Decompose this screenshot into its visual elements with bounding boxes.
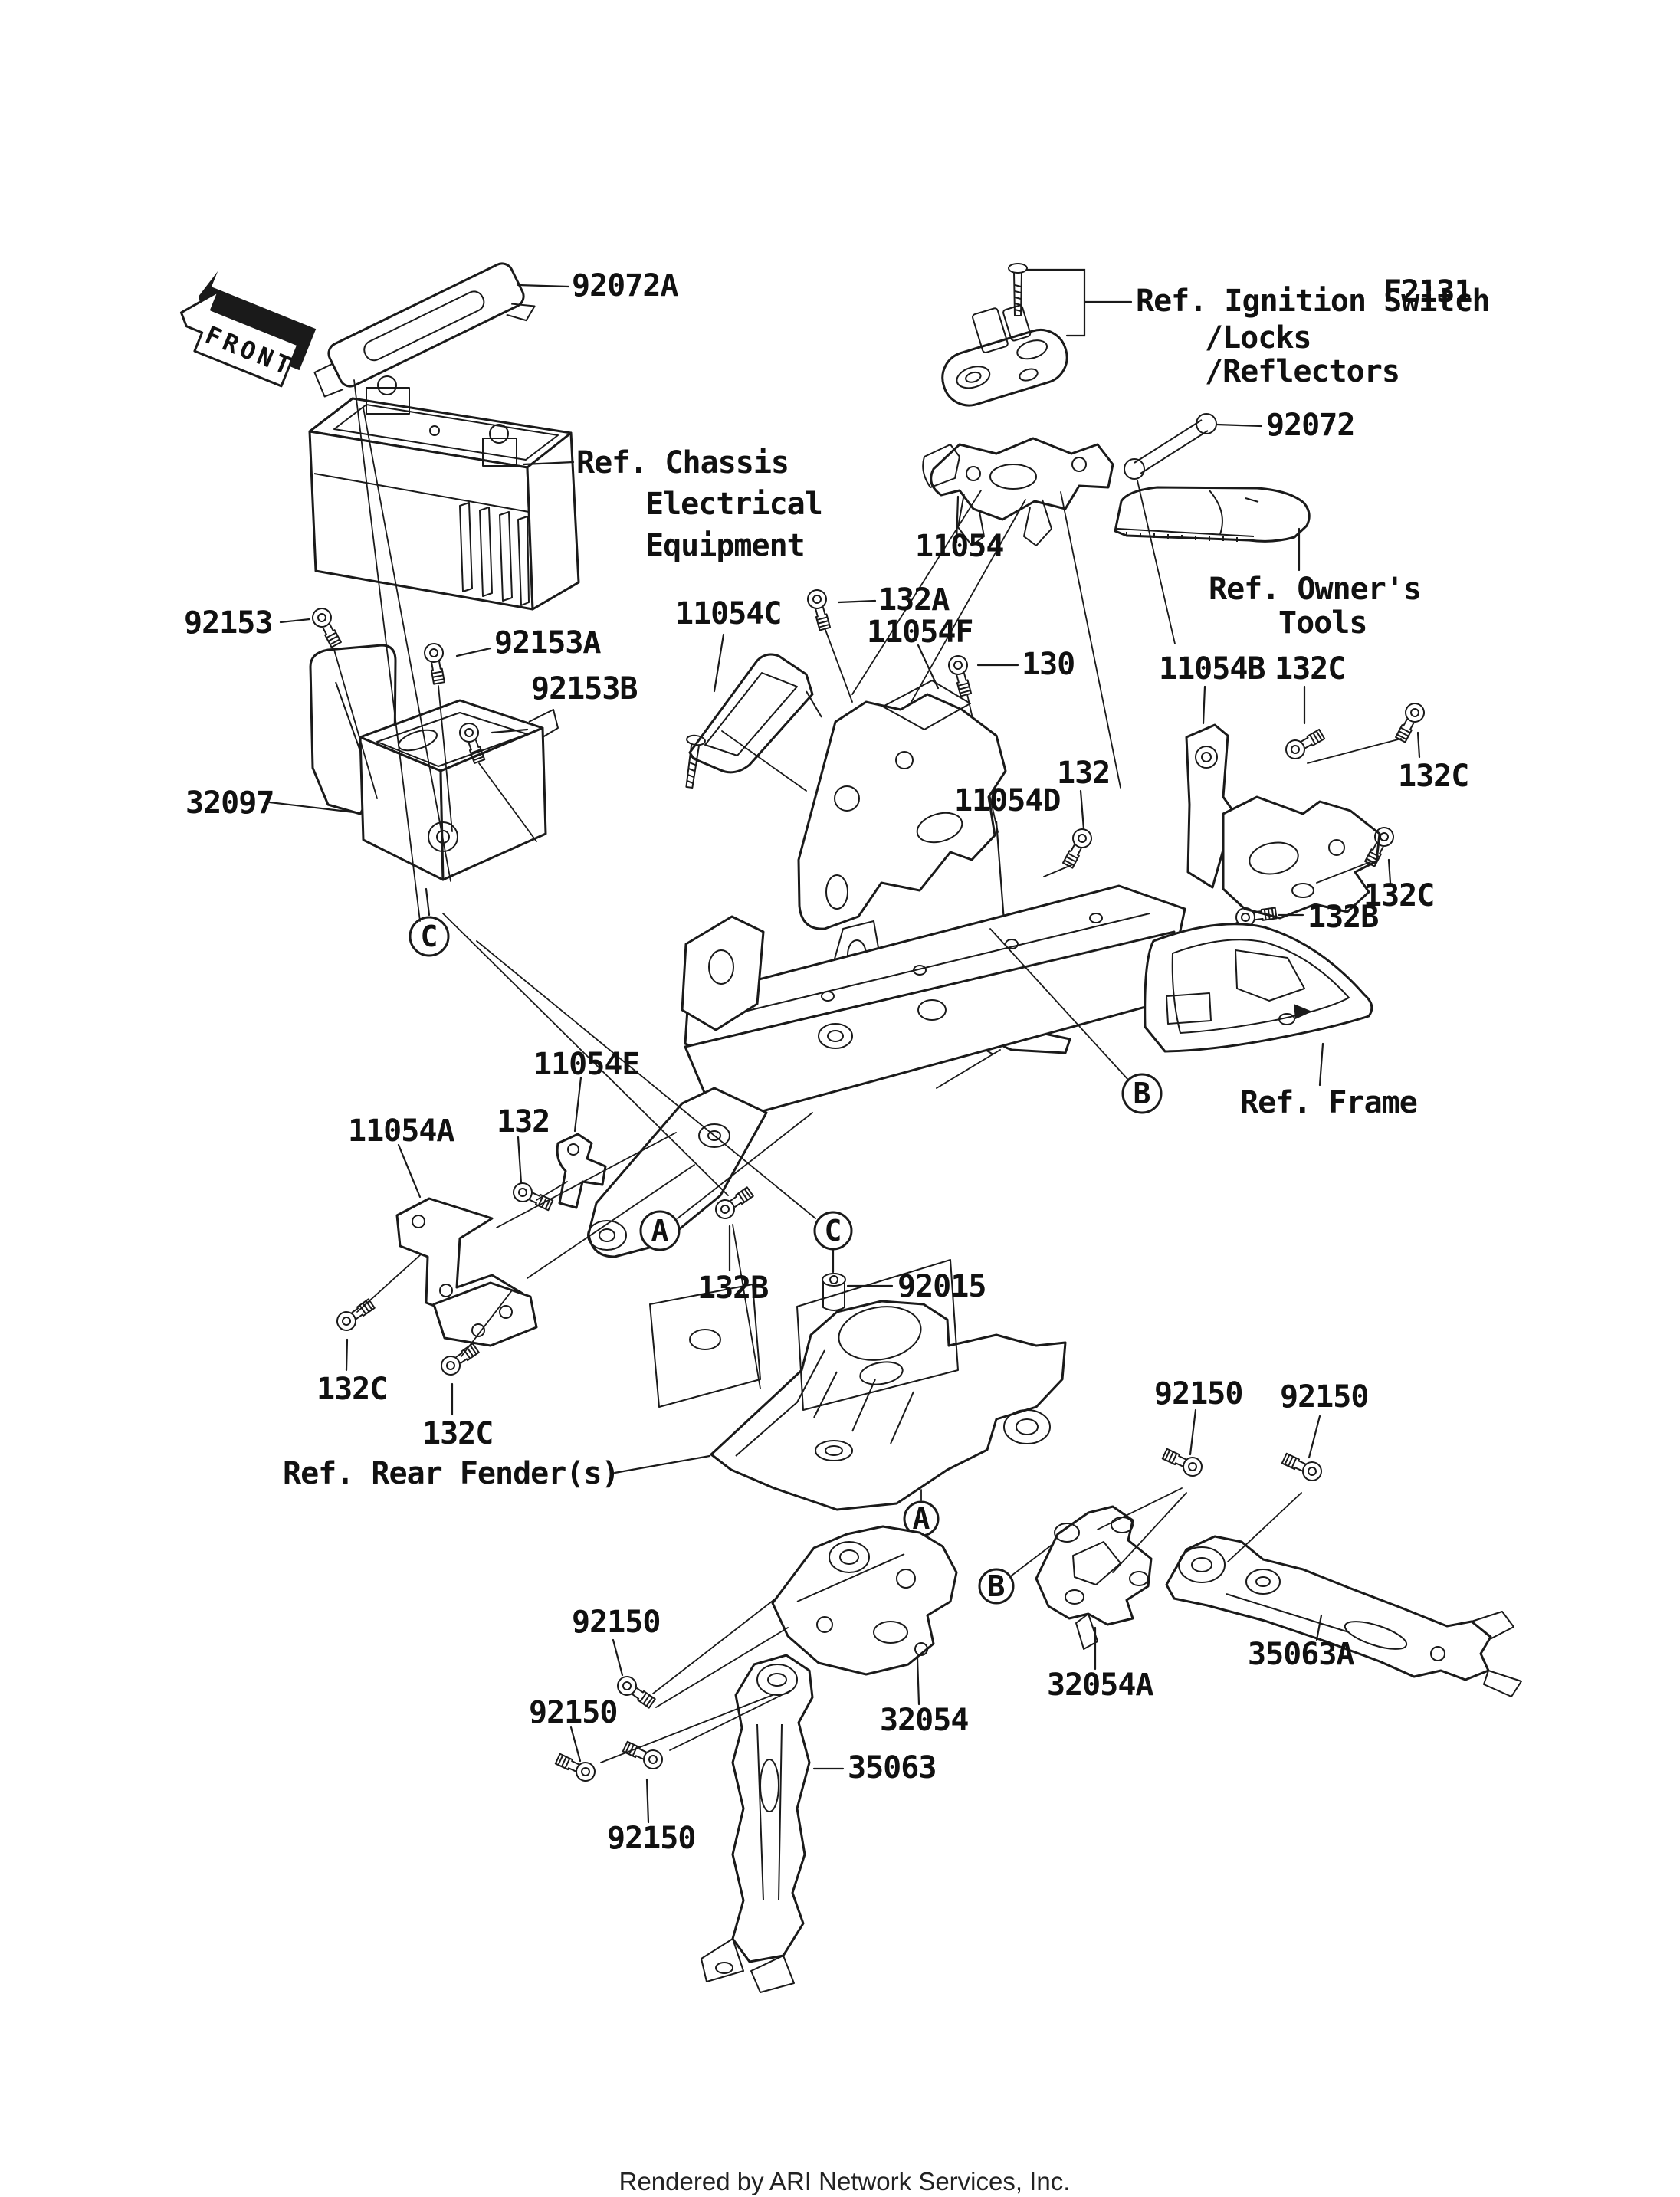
label-32054a: 32054A — [1047, 1667, 1153, 1703]
diagram-code: F2131 — [1383, 274, 1472, 310]
screw-92153a — [422, 641, 492, 832]
label-ref-rear-fender: Ref. Rear Fender(s) — [283, 1456, 619, 1491]
bolt-132a — [805, 587, 877, 703]
label-92150-5: 92150 — [607, 1821, 695, 1856]
bolt-92150-right-2 — [1227, 1415, 1325, 1562]
label-132c-1: 132C — [1275, 651, 1345, 687]
svg-text:A: A — [913, 1502, 930, 1536]
marker-c-fender: C — [813, 1211, 853, 1274]
label-92150-3: 92150 — [572, 1605, 660, 1640]
label-11054d: 11054D — [954, 783, 1061, 818]
front-arrow: FRONT — [179, 271, 317, 388]
bolt-132-center — [1043, 789, 1096, 877]
screw-92153b — [456, 720, 537, 842]
bolt-132c-4 — [333, 1254, 421, 1372]
label-11054f: 11054F — [867, 615, 973, 650]
label-11054: 11054 — [915, 529, 1003, 564]
label-ref-owners-2: Tools — [1278, 605, 1367, 641]
bolt-92150-upper — [612, 1598, 789, 1712]
marker-b-lower: B — [978, 1530, 1071, 1605]
label-ref-ignition-2: /Locks — [1205, 320, 1311, 356]
tool-pouch — [1114, 486, 1311, 543]
ignition-plate — [941, 304, 1068, 407]
gasket-11054c — [679, 633, 822, 792]
label-132b-1: 132B — [1308, 900, 1378, 935]
marker-c-battery-case: C — [409, 887, 450, 957]
label-ref-chassis-2: Electrical — [645, 487, 822, 522]
label-92015: 92015 — [897, 1269, 986, 1304]
bolt-132c-5 — [437, 1290, 513, 1416]
label-132c-2: 132C — [1398, 759, 1468, 794]
label-ref-owners-1: Ref. Owner's — [1209, 572, 1421, 607]
label-132-1: 132 — [1057, 756, 1110, 791]
bracket-11054a — [395, 1132, 695, 1347]
label-32054: 32054 — [880, 1703, 968, 1738]
battery-case-32097 — [268, 644, 559, 881]
labels: 92072A F2131 Ref. Ignition Switch /Locks… — [184, 268, 1491, 1856]
svg-text:C: C — [825, 1214, 842, 1248]
bolt-132c-2 — [1307, 699, 1429, 764]
owners-tools — [1114, 413, 1311, 644]
ignition-mount-assembly — [851, 263, 1133, 789]
label-ref-ignition-3: /Reflectors — [1205, 354, 1399, 389]
bracket-11054 — [922, 437, 1114, 546]
label-ref-chassis-1: Ref. Chassis — [576, 445, 789, 480]
battery-terminal-left — [366, 387, 410, 415]
battery-terminal-right — [482, 438, 517, 467]
plate-32054 — [771, 1525, 958, 1706]
bolt-92150-left — [553, 1694, 773, 1785]
label-92150-1: 92150 — [1154, 1376, 1242, 1412]
label-130: 130 — [1022, 647, 1075, 682]
label-92153b: 92153B — [531, 671, 638, 707]
label-11054b: 11054B — [1159, 651, 1265, 687]
svg-text:C: C — [421, 920, 438, 953]
bracket-11054b — [1185, 685, 1381, 920]
battery — [308, 375, 580, 611]
bracket-11054e — [556, 1076, 607, 1209]
label-11054c: 11054C — [675, 596, 782, 631]
label-132-2: 132 — [497, 1104, 550, 1139]
marker-b-frame: B — [989, 928, 1163, 1114]
svg-text:B: B — [1134, 1077, 1151, 1110]
label-92072: 92072 — [1266, 408, 1354, 443]
bolt-132b-center — [711, 1183, 761, 1389]
marker-a-fender: A — [639, 1112, 813, 1251]
svg-text:B: B — [988, 1569, 1006, 1603]
label-35063: 35063 — [848, 1750, 936, 1785]
bolt-132c-1 — [1281, 685, 1327, 763]
label-92072a: 92072A — [572, 268, 678, 303]
label-92153: 92153 — [184, 605, 272, 641]
frame — [587, 884, 1373, 1258]
bolt-92150-right-1 — [1097, 1408, 1206, 1573]
rear-fender — [613, 1259, 1067, 1511]
label-ref-frame: Ref. Frame — [1240, 1085, 1417, 1120]
label-11054e: 11054E — [533, 1047, 640, 1082]
screw-92153 — [279, 604, 378, 799]
battery-strap-92072a — [313, 262, 570, 398]
label-132b-2: 132B — [697, 1271, 768, 1306]
label-132a: 132A — [878, 582, 950, 618]
label-ref-ignition-1: Ref. Ignition Switch — [1136, 284, 1490, 319]
label-92150-2: 92150 — [1280, 1379, 1368, 1415]
bolt-132c-3 — [1316, 823, 1398, 884]
bracket-35063 — [701, 1654, 845, 1993]
label-132c-3: 132C — [1363, 878, 1434, 913]
label-92150-4: 92150 — [529, 1695, 617, 1730]
label-132c-5: 132C — [422, 1416, 493, 1451]
label-35063a: 35063A — [1248, 1637, 1354, 1672]
footer-credit: Rendered by ARI Network Services, Inc. — [619, 2167, 1071, 2195]
plate-32054a — [1035, 1505, 1153, 1671]
label-32097: 32097 — [185, 785, 274, 821]
label-11054a: 11054A — [348, 1113, 454, 1149]
bolt-132-left — [510, 1136, 568, 1215]
svg-text:A: A — [651, 1214, 669, 1248]
label-ref-chassis-3: Equipment — [645, 528, 805, 563]
label-132c-4: 132C — [317, 1372, 387, 1407]
assembly-lines — [353, 379, 816, 1219]
tool-rod — [1124, 413, 1217, 480]
label-92153a: 92153A — [494, 625, 601, 661]
bolt-92150-bottom — [620, 1690, 792, 1824]
bracket-35063a — [1165, 1535, 1522, 1697]
